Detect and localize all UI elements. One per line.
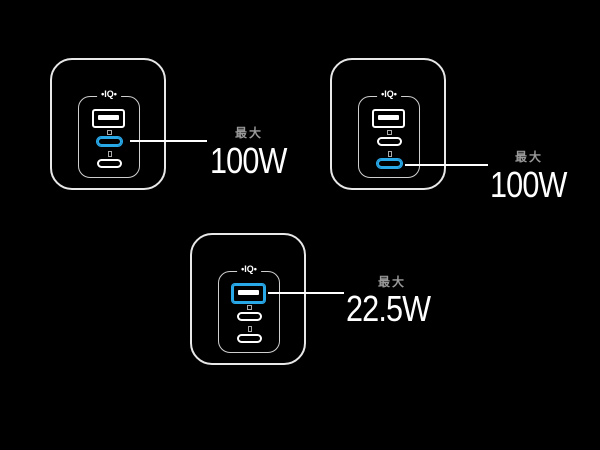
laptop-icon xyxy=(247,305,252,310)
phone-icon xyxy=(248,326,252,332)
usb-c-port-1 xyxy=(377,137,402,146)
iq-logo: •IQ• xyxy=(237,264,261,274)
usb-a-port xyxy=(92,109,125,128)
callout-label: 最大 xyxy=(378,275,407,289)
usb-c-port-1 xyxy=(237,312,262,321)
charger-2: •IQ• xyxy=(330,58,446,190)
phone-icon xyxy=(388,151,392,157)
usb-c-port-1-highlighted xyxy=(97,137,122,146)
laptop-icon xyxy=(107,130,112,135)
callout-label: 最大 xyxy=(235,126,264,140)
port-panel: •IQ• xyxy=(218,264,280,353)
usb-c-port-2 xyxy=(237,334,262,343)
usb-a-port xyxy=(372,109,405,128)
iq-logo: •IQ• xyxy=(377,89,401,99)
callout-value: 22.5W xyxy=(346,288,431,329)
laptop-icon xyxy=(387,130,392,135)
callout-line xyxy=(405,164,488,166)
usb-a-port-highlighted xyxy=(232,284,265,303)
charger-3: •IQ• xyxy=(190,233,306,365)
callout-label: 最大 xyxy=(515,150,544,164)
callout-line xyxy=(268,292,344,294)
iq-logo: •IQ• xyxy=(97,89,121,99)
callout-value: 100W xyxy=(490,164,567,205)
usb-c-port-2 xyxy=(97,159,122,168)
callout-value: 100W xyxy=(210,140,287,181)
usb-c-port-2-highlighted xyxy=(377,159,402,168)
port-panel: •IQ• xyxy=(78,89,140,178)
phone-icon xyxy=(108,151,112,157)
port-panel: •IQ• xyxy=(358,89,420,178)
charger-1: •IQ• xyxy=(50,58,166,190)
callout-line xyxy=(130,140,207,142)
